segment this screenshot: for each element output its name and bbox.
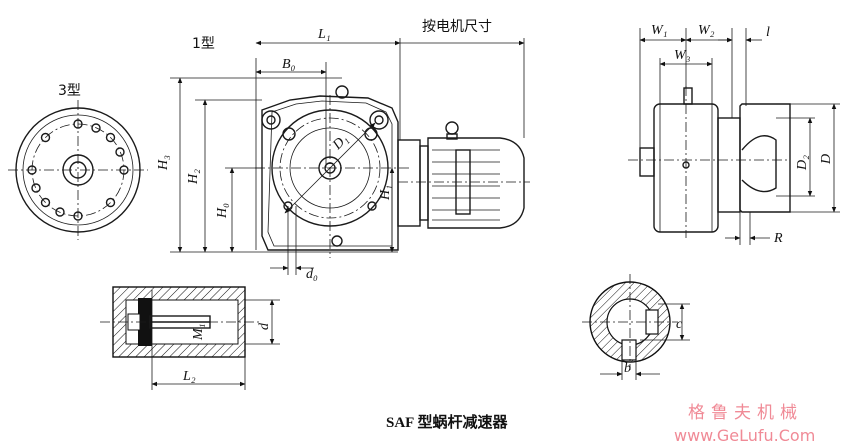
dim-W3: W₃ — [674, 48, 691, 63]
watermark-url: www.GeLufu.Com — [674, 426, 815, 445]
dim-W2: W₂ — [698, 23, 715, 38]
side-view: W₁ W₂ l W₃ D₂ D R — [628, 23, 840, 246]
figure-caption: SAF 型蜗杆减速器 — [386, 413, 509, 431]
flange-bolt-holes — [27, 119, 129, 221]
type1-front-view: 1型 — [156, 19, 530, 282]
dim-L1: L₁ — [317, 27, 331, 42]
hollow-shaft-section: M₁ d L₂ — [100, 286, 280, 390]
dim-d: d — [257, 322, 272, 330]
dim-W1: W₁ — [651, 23, 668, 38]
motor-fins — [432, 149, 500, 221]
motor-size-label: 按电机尺寸 — [422, 19, 492, 35]
dim-H0: H₀ — [215, 203, 230, 219]
dim-d0: d₀ — [306, 267, 318, 282]
dim-D: D — [819, 154, 834, 165]
dim-D2: D₂ — [795, 155, 810, 171]
type3-label: 3型 — [58, 83, 81, 99]
dim-c: c — [676, 317, 683, 332]
watermark-cn: 格鲁夫机械 — [688, 403, 803, 423]
dim-l: l — [766, 25, 770, 40]
watermark: 格鲁夫机械 www.GeLufu.Com — [674, 403, 815, 445]
type1-label: 1型 — [192, 36, 215, 52]
dim-H3: H₃ — [156, 155, 171, 171]
dim-H1: H₁ — [378, 185, 393, 201]
type3-flange-view: 3型 — [8, 83, 148, 240]
dim-R: R — [773, 231, 783, 246]
dim-L2: L₂ — [182, 369, 196, 384]
dim-M1: M₁ — [191, 323, 206, 341]
dim-B0: B₀ — [282, 57, 296, 72]
dim-H2: H₂ — [186, 169, 201, 185]
keyway-section: c b — [582, 274, 690, 380]
dim-b: b — [624, 361, 631, 376]
